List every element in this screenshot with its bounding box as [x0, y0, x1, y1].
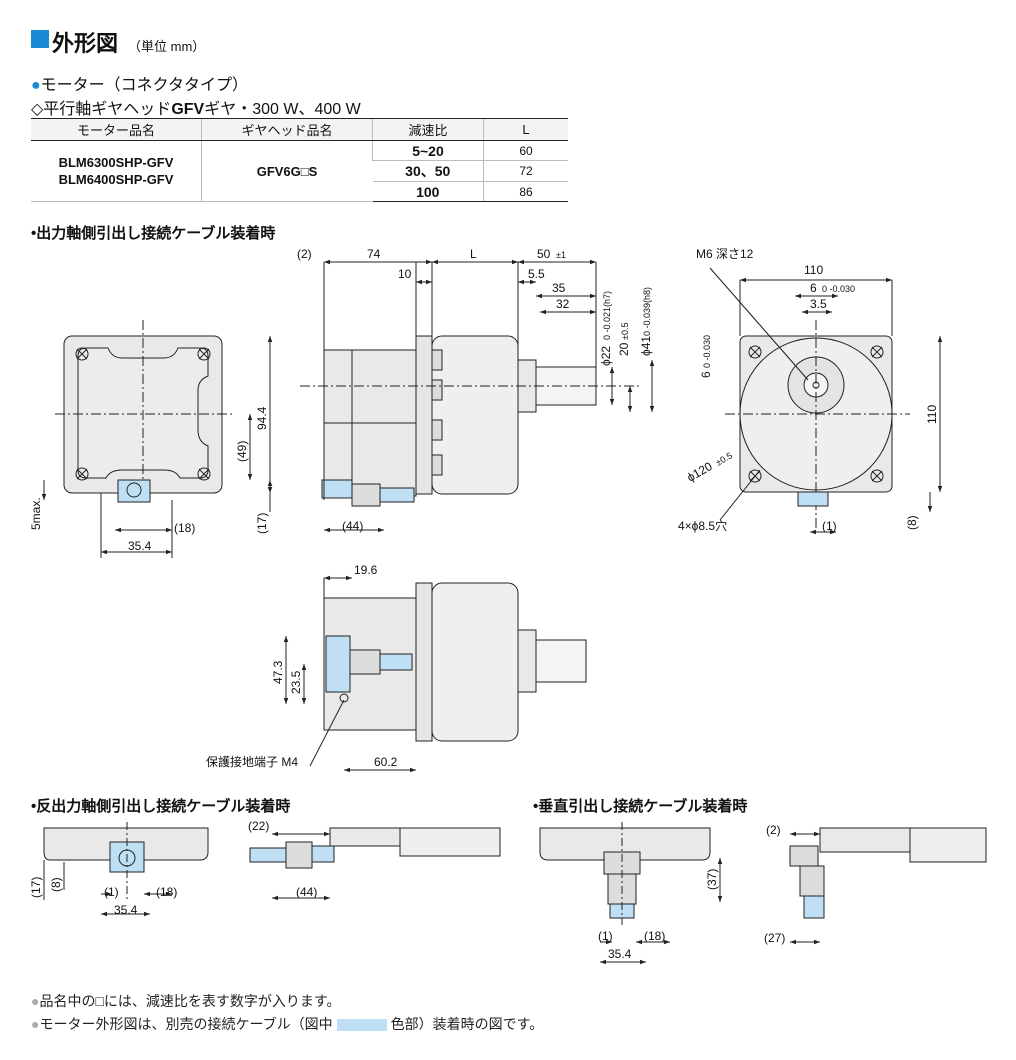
- dim-b-18: (18): [156, 885, 177, 899]
- dim-50: 50: [537, 247, 551, 261]
- dim-23-5: 23.5: [289, 670, 303, 694]
- dim-b-1: (1): [104, 885, 119, 899]
- th-ratio: 減速比: [372, 118, 484, 141]
- dim-c-27: (27): [764, 931, 785, 945]
- dim-3-5: 3.5: [810, 297, 827, 311]
- dim-b-35-4: 35.4: [114, 903, 138, 917]
- cell-ratio: 5~20: [372, 140, 484, 161]
- bullet-icon: ●: [31, 77, 41, 94]
- dim-94-4: 94.4: [255, 406, 269, 430]
- dim-phi22-tol: 0 -0.021(h7): [602, 291, 612, 340]
- section-vertical: •垂直引出し接続ケーブル装着時: [533, 798, 748, 815]
- cell-ratio: 30、50: [372, 160, 484, 182]
- header-square-icon: [31, 30, 49, 48]
- dim-c-2: (2): [766, 823, 781, 837]
- cell-ratio: 100: [372, 181, 484, 202]
- dim-20: 20: [617, 342, 631, 356]
- dim-110-v: 110: [925, 405, 939, 424]
- dim-key6: 6: [699, 371, 713, 378]
- dim-c-18: (18): [644, 929, 665, 943]
- dim-2: (2): [297, 247, 312, 261]
- dim-6-tol: 0 -0.030: [822, 284, 855, 294]
- ground-terminal-label: 保護接地端子 M4: [206, 754, 298, 769]
- dim-74: 74: [367, 247, 381, 261]
- cell-l: 60: [483, 140, 568, 161]
- dim-60-2: 60.2: [374, 755, 398, 769]
- dim-5max: 5max.: [29, 497, 43, 530]
- dim-1: (1): [822, 519, 837, 533]
- dim-phi41: ϕ41: [639, 336, 653, 356]
- dim-phi120: ϕ120: [685, 459, 715, 485]
- dim-8: (8): [905, 515, 919, 530]
- dim-35: 35: [552, 281, 566, 295]
- motor-side-view: [300, 335, 640, 507]
- bullet-icon: ●: [31, 993, 40, 1009]
- dim-c-37: (37): [705, 869, 719, 890]
- cell-l: 86: [483, 181, 568, 202]
- subtitle-connector-type: ●モーター（コネクタタイプ）: [31, 77, 249, 94]
- motor-top-view: [323, 582, 587, 742]
- dim-5-5: 5.5: [528, 267, 545, 281]
- page-title: 外形図: [52, 31, 119, 56]
- dim-18: (18): [174, 521, 195, 535]
- dim-20-tol: ±0.5: [620, 323, 630, 340]
- dim-phi120-tol: ±0.5: [714, 450, 734, 467]
- dim-b-44: (44): [296, 885, 317, 899]
- th-motor: モーター品名: [31, 118, 202, 141]
- dim-holes: 4×ϕ8.5穴: [678, 518, 727, 533]
- dim-c-35-4: 35.4: [608, 947, 632, 961]
- vertical-side-view: [789, 827, 987, 919]
- dim-44: (44): [342, 519, 363, 533]
- dim-32: 32: [556, 297, 570, 311]
- dim-47-3: 47.3: [271, 660, 285, 684]
- cable-color-swatch: [336, 1019, 387, 1032]
- dim-phi41-tol: 0 -0.039(h8): [642, 287, 652, 336]
- section-opposite-side: •反出力軸側引出し接続ケーブル装着時: [31, 798, 291, 815]
- section-output-side: •出力軸側引出し接続ケーブル装着時: [31, 225, 276, 242]
- dim-m6: M6 深さ12: [696, 247, 754, 261]
- dim-key6-tol: 0 -0.030: [702, 335, 712, 368]
- note-2: ●モーター外形図は、別売の接続ケーブル（図中色部）装着時の図です。: [31, 1016, 544, 1032]
- dim-b-17: (17): [29, 877, 43, 898]
- dim-110: 110: [804, 263, 823, 277]
- dim-phi22: ϕ22: [599, 346, 613, 366]
- dim-50-tol: ±1: [556, 250, 566, 260]
- subtitle-gearhead: ◇平行軸ギヤヘッドGFVギヤ・300 W、400 W: [31, 101, 361, 118]
- dim-b-8: (8): [49, 877, 63, 892]
- motor-rear-view: [55, 320, 235, 503]
- dim-10: 10: [398, 267, 412, 281]
- dim-c-1: (1): [598, 929, 613, 943]
- opposite-rear-view: [43, 822, 209, 900]
- bullet-icon: ●: [31, 1016, 40, 1032]
- note-1: ●品名中の□には、減速比を表す数字が入ります。: [31, 993, 341, 1009]
- dim-L: L: [470, 247, 477, 261]
- dim-17: (17): [255, 513, 269, 534]
- opposite-side-view: [249, 827, 501, 869]
- unit-label: （単位 mm）: [128, 39, 206, 54]
- dim-19-6: 19.6: [354, 563, 378, 577]
- dim-35-4: 35.4: [128, 539, 152, 553]
- dim-b-22: (22): [248, 819, 269, 833]
- cell-gearhead: GFV6G□S: [201, 140, 373, 202]
- dim-6: 6: [810, 281, 817, 295]
- cell-model: BLM6300SHP-GFV BLM6400SHP-GFV: [31, 140, 202, 202]
- flange-view: [725, 320, 910, 530]
- dim-49: (49): [235, 441, 249, 462]
- cell-l: 72: [483, 160, 568, 182]
- th-gearhead: ギヤヘッド品名: [201, 118, 373, 141]
- vertical-rear-view: [539, 822, 711, 925]
- spec-table: モーター品名 ギヤヘッド品名 減速比 L BLM6300SHP-GFV BLM6…: [31, 118, 568, 202]
- th-l: L: [483, 118, 568, 141]
